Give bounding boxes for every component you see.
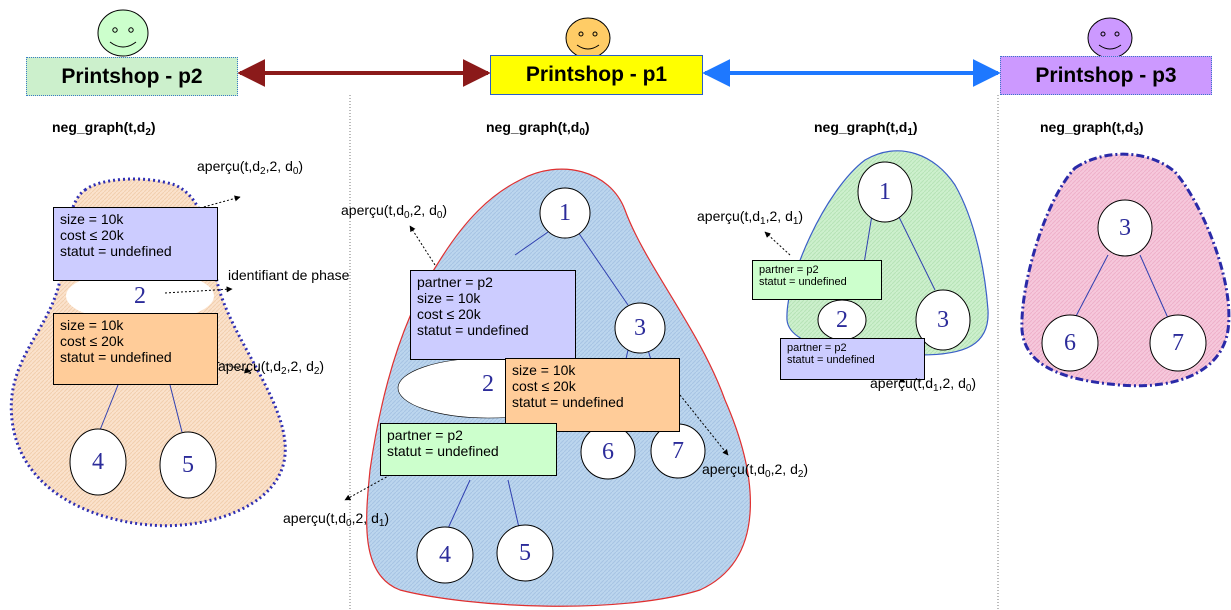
printshop-p1-box: Printshop - p1 bbox=[490, 55, 703, 95]
node-d1-2: 2 bbox=[836, 307, 848, 333]
neg-graph-d0-label: neg_graph(t,d0) bbox=[486, 119, 590, 138]
smiley-p1-icon bbox=[565, 17, 611, 59]
node-d0-7: 7 bbox=[672, 438, 684, 464]
node-d0-4: 4 bbox=[439, 542, 451, 568]
node-d2-4: 4 bbox=[92, 449, 104, 475]
node-d0-1: 1 bbox=[559, 200, 571, 226]
apercu-d0-d2: aperçu(t,d0,2, d2) bbox=[702, 461, 809, 480]
graph-nodes bbox=[69, 161, 1207, 584]
printshop-p1-label: Printshop - p1 bbox=[525, 63, 668, 86]
apercu-d1-d0: aperçu(t,d1,2, d0) bbox=[870, 375, 977, 394]
node-d3-3: 3 bbox=[1119, 215, 1131, 241]
printshop-p3-label: Printshop - p3 bbox=[1035, 63, 1177, 87]
ap-arrow-g0-left bbox=[344, 474, 391, 501]
apercu-d0-d1: aperçu(t,d0,2, d1) bbox=[283, 510, 390, 529]
smiley-p3-icon bbox=[1087, 17, 1133, 59]
neg-graph-d3-label: neg_graph(t,d3) bbox=[1040, 119, 1144, 138]
ap-arrow-g0-top bbox=[409, 225, 436, 266]
node-d0-3: 3 bbox=[634, 315, 646, 341]
printshop-p2-box: Printshop - p2 bbox=[26, 57, 238, 96]
ap-arrow-g2-bot bbox=[209, 359, 251, 374]
apercu-d0-d0: aperçu(t,d0,2, d0) bbox=[341, 202, 448, 221]
apercu-d1-d1: aperçu(t,d1,2, d1) bbox=[697, 208, 804, 227]
ap-arrow-g0-right bbox=[679, 394, 729, 456]
node-d2-5: 5 bbox=[182, 452, 194, 478]
node-d1-3: 3 bbox=[937, 307, 949, 333]
node-d2-2: 2 bbox=[134, 283, 146, 309]
apercu-d2-d2: aperçu(t,d2,2, d2) bbox=[218, 358, 325, 377]
node-d1-1: 1 bbox=[879, 179, 891, 205]
printshop-p3-box: Printshop - p3 bbox=[1000, 56, 1212, 95]
node-d0-5: 5 bbox=[519, 540, 531, 566]
printshop-p2-label: Printshop - p2 bbox=[61, 64, 203, 88]
neg-graph-d1-label: neg_graph(t,d1) bbox=[814, 119, 918, 138]
ap-arrow-g1-top bbox=[764, 231, 791, 256]
node-d3-7: 7 bbox=[1172, 330, 1184, 356]
phase-id-annotation: identifiant de phase bbox=[228, 267, 350, 283]
apercu-d2-d0: aperçu(t,d2,2, d0) bbox=[197, 158, 304, 177]
ap-arrow-phase bbox=[164, 286, 233, 294]
node-d0-2: 2 bbox=[482, 371, 494, 397]
node-d3-6: 6 bbox=[1064, 330, 1076, 356]
ap-arrow-g2-top bbox=[199, 195, 241, 209]
neg-graph-d2-label: neg_graph(t,d2) bbox=[52, 119, 156, 138]
node-d0-6: 6 bbox=[602, 439, 614, 465]
smiley-p2-icon bbox=[97, 9, 149, 57]
